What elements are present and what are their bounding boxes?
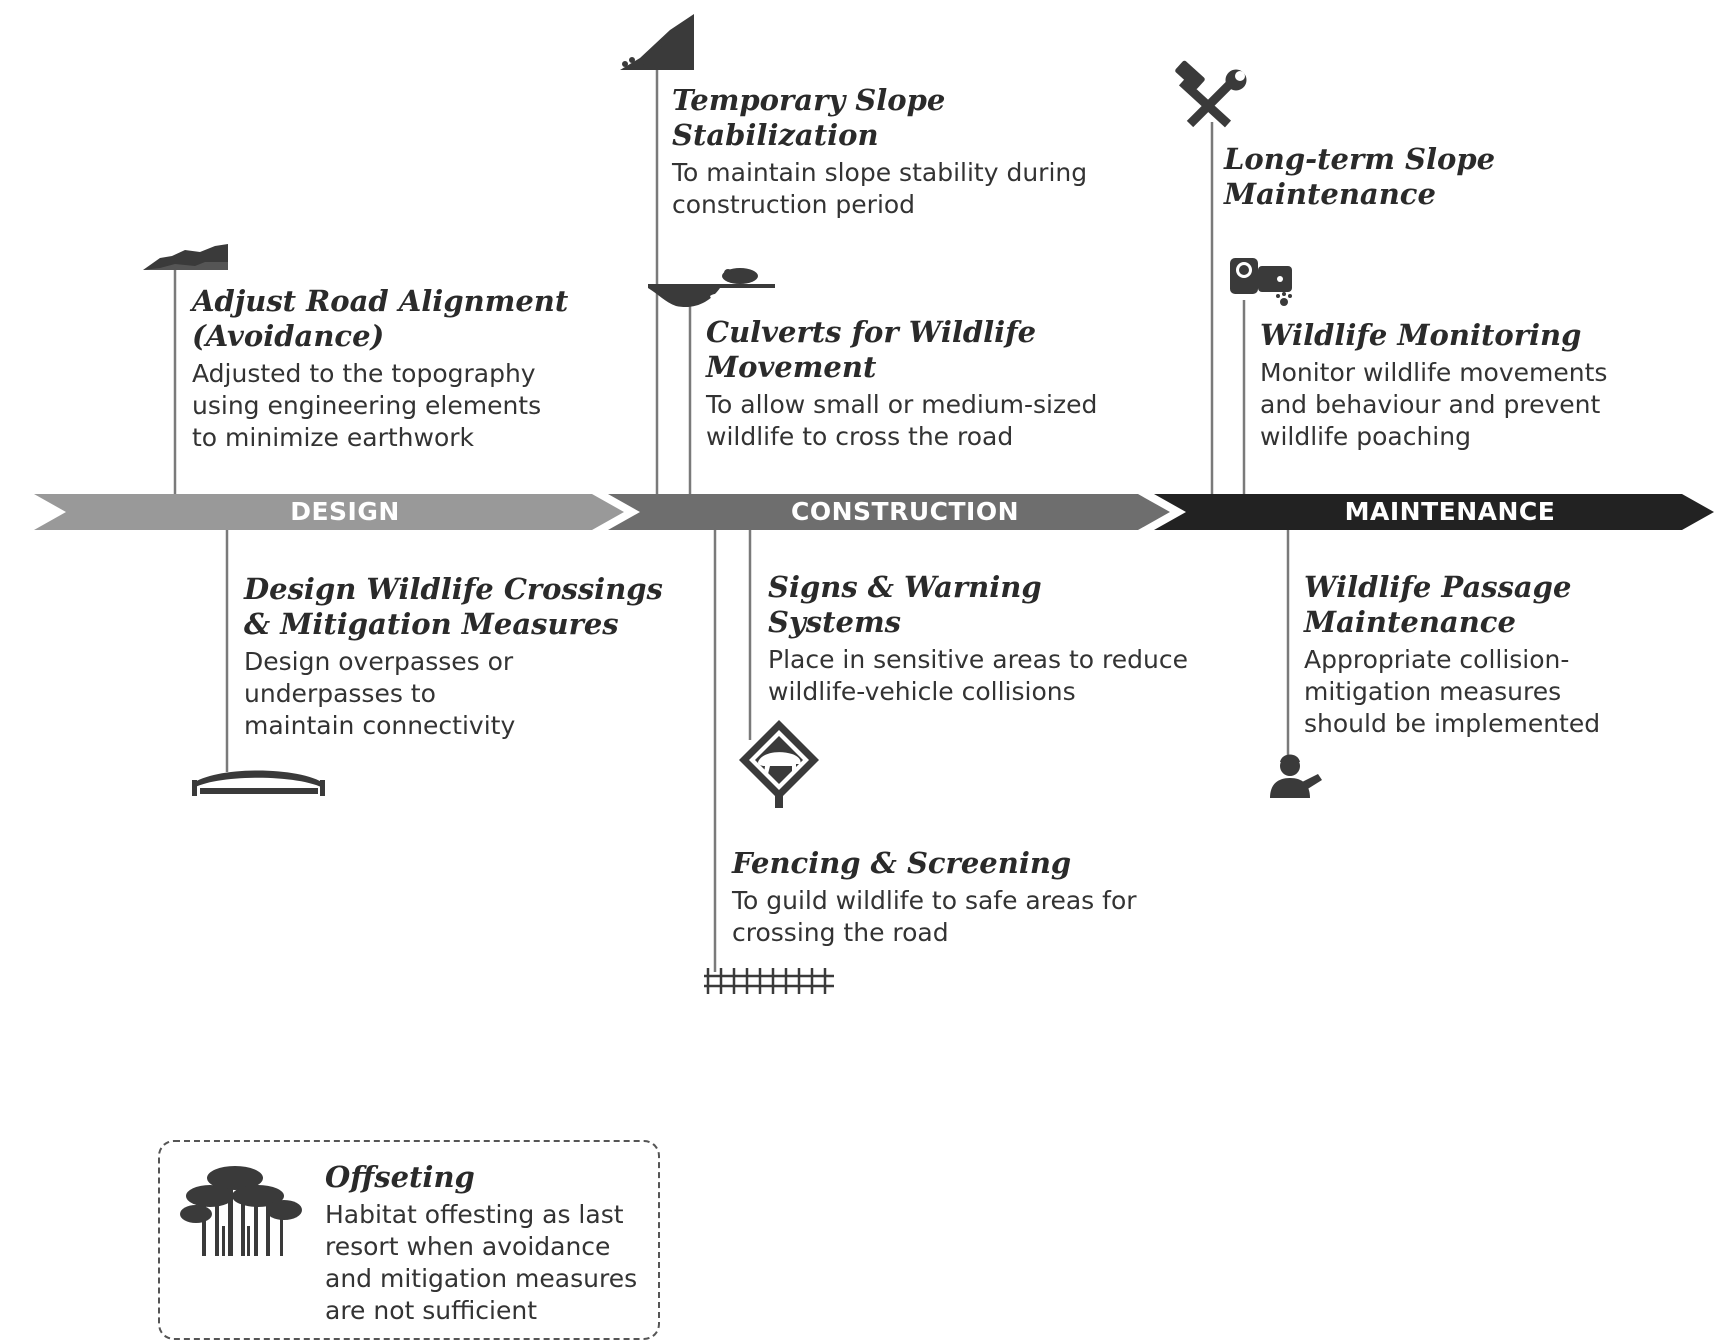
item-desc-line: underpasses to (244, 679, 436, 708)
item-culverts: Culverts for Wildlife Movement To allow … (706, 315, 1146, 453)
phase-label-design: DESIGN (290, 497, 400, 526)
item-desc-line: mitigation measures (1304, 677, 1562, 706)
item-title-line: Temporary Slope (672, 83, 946, 117)
item-description: To allow small or medium-sized wildlife … (706, 389, 1146, 453)
item-design-wildlife-crossings: Design Wildlife Crossings & Mitigation M… (244, 572, 664, 742)
item-title-line: Culverts for Wildlife (706, 315, 1037, 349)
item-desc-line: construction period (672, 190, 916, 219)
item-desc-line: maintain connectivity (244, 711, 516, 740)
item-fencing-screening: Fencing & Screening To guild wildlife to… (732, 846, 1172, 949)
item-long-term-slope-maintenance: Long-term Slope Maintenance (1224, 142, 1604, 212)
item-description: Appropriate collision- mitigation measur… (1304, 644, 1704, 740)
item-title: Offseting (325, 1160, 655, 1195)
item-desc-line: wildlife poaching (1260, 422, 1471, 451)
item-desc-line: should be implemented (1304, 709, 1601, 738)
camera-trap-icon (1230, 258, 1292, 306)
item-description: Place in sensitive areas to reduce wildl… (768, 644, 1208, 708)
item-desc-line: and mitigation measures (325, 1264, 638, 1293)
item-title-line: Long-term Slope (1224, 142, 1496, 176)
item-description: Adjusted to the topography using enginee… (192, 358, 592, 454)
item-desc-line: Appropriate collision- (1304, 645, 1570, 674)
item-title-line: Fencing & Screening (732, 846, 1072, 880)
item-title-line: Movement (706, 350, 877, 384)
item-signs-warning-systems: Signs & Warning Systems Place in sensiti… (768, 570, 1208, 708)
item-offsetting: Offseting Habitat offesting as last reso… (325, 1160, 655, 1327)
item-title-line: Stabilization (672, 118, 879, 152)
item-title: Design Wildlife Crossings & Mitigation M… (244, 572, 664, 642)
item-desc-line: To allow small or medium-sized (706, 390, 1098, 419)
tools-icon (1175, 60, 1247, 128)
wildlife-warning-sign-icon (739, 720, 819, 808)
item-desc-line: are not sufficient (325, 1296, 538, 1325)
item-title-line: Maintenance (1224, 177, 1436, 211)
slope-icon (620, 14, 694, 70)
item-title-line: Offseting (325, 1160, 475, 1194)
item-title-line: Signs & Warning (768, 570, 1042, 604)
item-description: To guild wildlife to safe areas for cros… (732, 885, 1172, 949)
item-title-line: Wildlife Monitoring (1260, 318, 1582, 352)
item-desc-line: Design overpasses or (244, 647, 514, 676)
item-title-line: & Mitigation Measures (244, 607, 619, 641)
phase-arrow-maintenance (1154, 494, 1714, 530)
item-desc-line: Habitat offesting as last (325, 1200, 624, 1229)
item-title: Wildlife Monitoring (1260, 318, 1680, 353)
item-title: Culverts for Wildlife Movement (706, 315, 1146, 385)
item-description: Monitor wildlife movements and behaviour… (1260, 357, 1680, 453)
phase-arrow-design (34, 494, 624, 530)
item-title-line: (Avoidance) (192, 319, 385, 353)
item-desc-line: crossing the road (732, 918, 949, 947)
terrain-icon (143, 244, 228, 270)
item-description: Habitat offesting as last resort when av… (325, 1199, 655, 1327)
item-desc-line: using engineering elements (192, 391, 542, 420)
item-description: To maintain slope stability during const… (672, 157, 1112, 221)
connector-lines (173, 68, 1290, 972)
item-desc-line: Monitor wildlife movements (1260, 358, 1608, 387)
item-title: Signs & Warning Systems (768, 570, 1208, 640)
item-title-line: Design Wildlife Crossings (244, 572, 663, 606)
item-desc-line: To maintain slope stability during (672, 158, 1088, 187)
item-title: Fencing & Screening (732, 846, 1172, 881)
item-desc-line: wildlife-vehicle collisions (768, 677, 1076, 706)
phase-arrow-construction (608, 494, 1170, 530)
item-title-line: Wildlife Passage (1304, 570, 1572, 604)
item-wildlife-monitoring: Wildlife Monitoring Monitor wildlife mov… (1260, 318, 1680, 453)
item-title-line: Systems (768, 605, 901, 639)
culvert-icon (648, 268, 775, 308)
fence-icon (704, 968, 834, 994)
overpass-icon (192, 770, 325, 796)
item-desc-line: Adjusted to the topography (192, 359, 536, 388)
worker-icon (1270, 754, 1322, 798)
item-adjust-road-alignment: Adjust Road Alignment (Avoidance) Adjust… (192, 284, 592, 454)
item-desc-line: To guild wildlife to safe areas for (732, 886, 1137, 915)
item-title: Long-term Slope Maintenance (1224, 142, 1604, 212)
item-title: Adjust Road Alignment (Avoidance) (192, 284, 592, 354)
item-description: Design overpasses or underpasses to main… (244, 646, 664, 742)
item-desc-line: to minimize earthwork (192, 423, 475, 452)
phase-label-construction: CONSTRUCTION (790, 497, 1019, 526)
item-title: Temporary Slope Stabilization (672, 83, 1112, 153)
item-title-line: Maintenance (1304, 605, 1516, 639)
item-wildlife-passage-maintenance: Wildlife Passage Maintenance Appropriate… (1304, 570, 1704, 740)
item-desc-line: wildlife to cross the road (706, 422, 1014, 451)
item-desc-line: and behaviour and prevent (1260, 390, 1601, 419)
item-desc-line: resort when avoidance (325, 1232, 611, 1261)
phase-label-maintenance: MAINTENANCE (1344, 497, 1556, 526)
forest-icon (180, 1166, 302, 1256)
item-title: Wildlife Passage Maintenance (1304, 570, 1704, 640)
item-title-line: Adjust Road Alignment (192, 284, 569, 318)
item-desc-line: Place in sensitive areas to reduce (768, 645, 1188, 674)
item-temporary-slope-stabilization: Temporary Slope Stabilization To maintai… (672, 83, 1112, 221)
